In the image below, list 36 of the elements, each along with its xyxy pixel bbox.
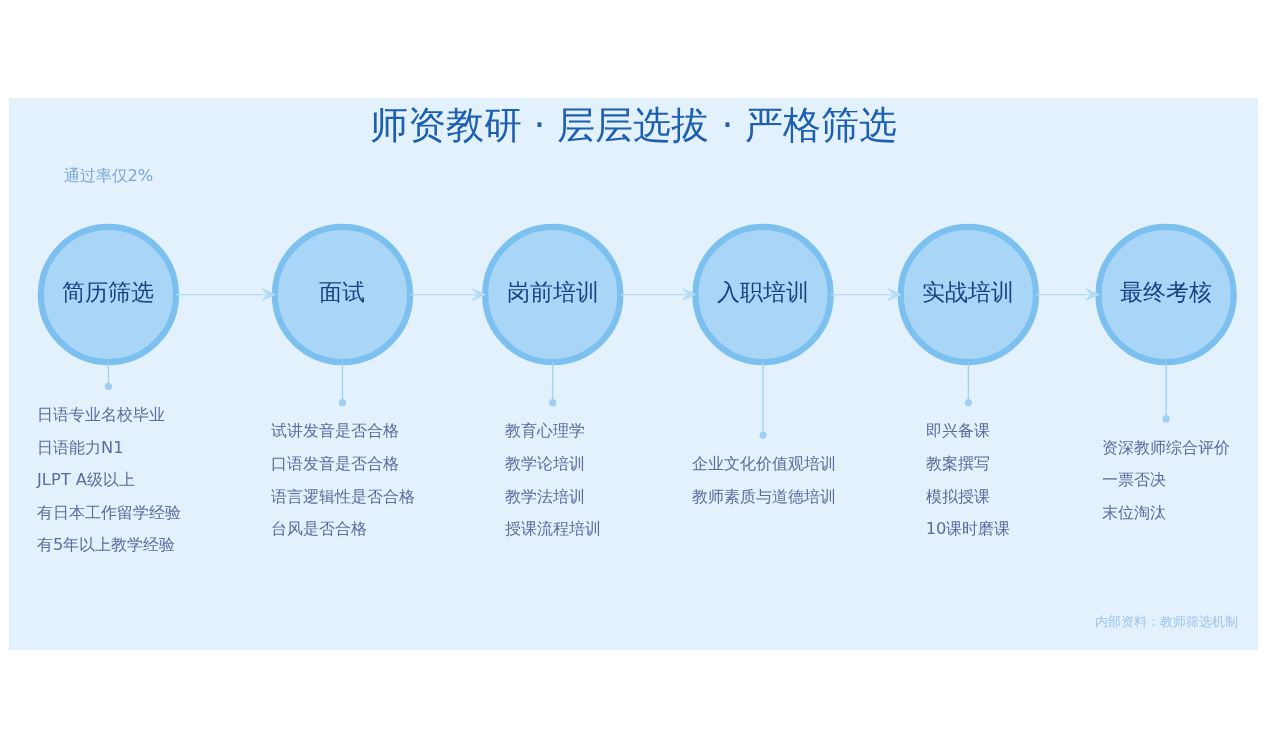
label: 内部资料：教师筛选机制 xyxy=(1094,613,1238,629)
node-label: 语言逻辑性是否合格 xyxy=(271,486,416,506)
node-label: 有日本工作留学经验 xyxy=(37,502,182,522)
node-label: 日语能力N1 xyxy=(37,437,124,457)
node-circle: 入职培训 xyxy=(692,223,834,366)
arrow xyxy=(175,288,276,301)
node-label: 口语发音是否合格 xyxy=(271,454,400,473)
node-circle: 实战培训 xyxy=(897,223,1040,366)
node-circle: 岗前培训 xyxy=(482,223,624,366)
node-label: 教学法培训 xyxy=(505,486,586,506)
arrow xyxy=(409,288,486,301)
node-label: 试讲发音是否合格 xyxy=(271,421,400,441)
node-circle: 面试 xyxy=(271,223,414,366)
node-label: 10课时磨课 xyxy=(925,519,1011,539)
node-label: 模拟授课 xyxy=(925,486,990,506)
node-label: 台风是否合格 xyxy=(271,519,368,539)
node-label: 教案撰写 xyxy=(925,454,990,473)
node-label: JLPT A级以上 xyxy=(37,470,135,490)
arrow xyxy=(619,288,696,301)
arrow xyxy=(1035,288,1100,301)
label: 通过率仅2% xyxy=(63,166,154,186)
node-label: 资深教师综合评价 xyxy=(1102,437,1231,457)
node-label: 一票否决 xyxy=(1102,470,1167,490)
node-label: 有5年以上教学经验 xyxy=(37,535,176,555)
node-label: 教师素质与道德培训 xyxy=(691,486,836,506)
arrow xyxy=(830,288,902,301)
diagram-title: 师资教研 · 层层选拔 · 严格筛选 xyxy=(369,103,898,148)
node-label: 日语专业名校毕业 xyxy=(37,405,166,425)
node-circle: 最终考核 xyxy=(1095,223,1237,366)
node-circle: 简历筛选 xyxy=(37,223,180,366)
node-label: 末位淘汰 xyxy=(1102,502,1167,522)
node-label: 即兴备课 xyxy=(925,421,990,441)
node-label: 教学论培训 xyxy=(505,454,586,473)
node-label: 企业文化价值观培训 xyxy=(691,454,836,473)
node-label: 授课流程培训 xyxy=(505,519,602,539)
node-label: 教育心理学 xyxy=(505,421,586,441)
